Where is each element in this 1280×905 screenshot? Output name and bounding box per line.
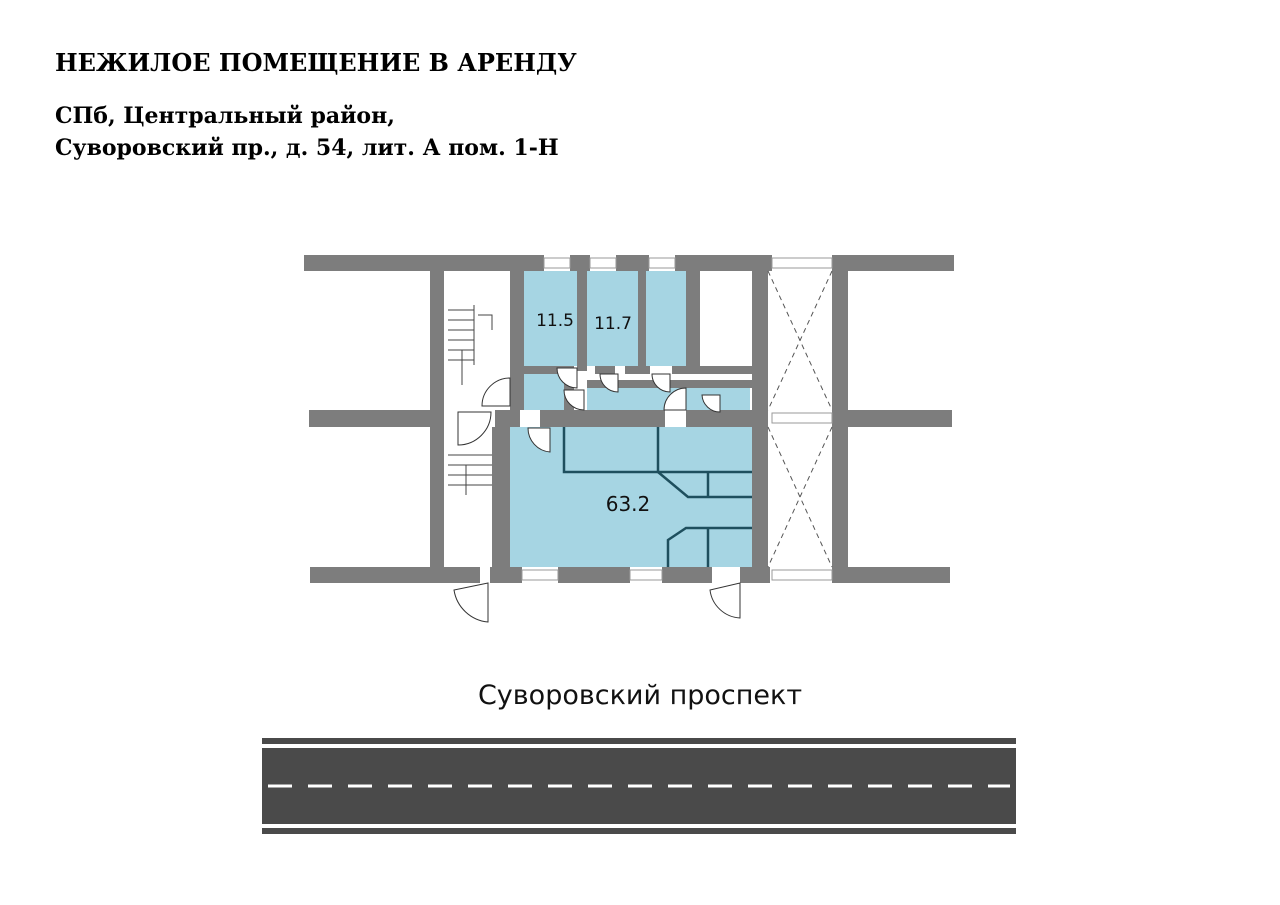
room-2-fill (587, 271, 638, 366)
walls (304, 255, 954, 583)
partitions (562, 427, 752, 567)
windows (521, 257, 833, 581)
staircase (448, 305, 493, 495)
doors (453, 367, 741, 623)
room-1-area: 11.5 (536, 311, 574, 331)
address-line-2: Суворовский пр., д. 54, лит. А пом. 1-Н (55, 135, 559, 161)
page-title: НЕЖИЛОЕ ПОМЕЩЕНИЕ В АРЕНДУ (55, 48, 577, 77)
road (262, 738, 1016, 834)
room-2-area: 11.7 (594, 314, 632, 334)
room-main-area: 63.2 (606, 492, 651, 516)
address-line-1: СПб, Центральный район, (55, 103, 395, 129)
address: СПб, Центральный район, Суворовский пр.,… (55, 100, 559, 164)
room-1-fill (524, 271, 577, 366)
room-3-fill (646, 271, 686, 366)
street-name: Суворовский проспект (477, 680, 803, 711)
corridor-fill (524, 374, 564, 410)
shaft (767, 270, 833, 568)
